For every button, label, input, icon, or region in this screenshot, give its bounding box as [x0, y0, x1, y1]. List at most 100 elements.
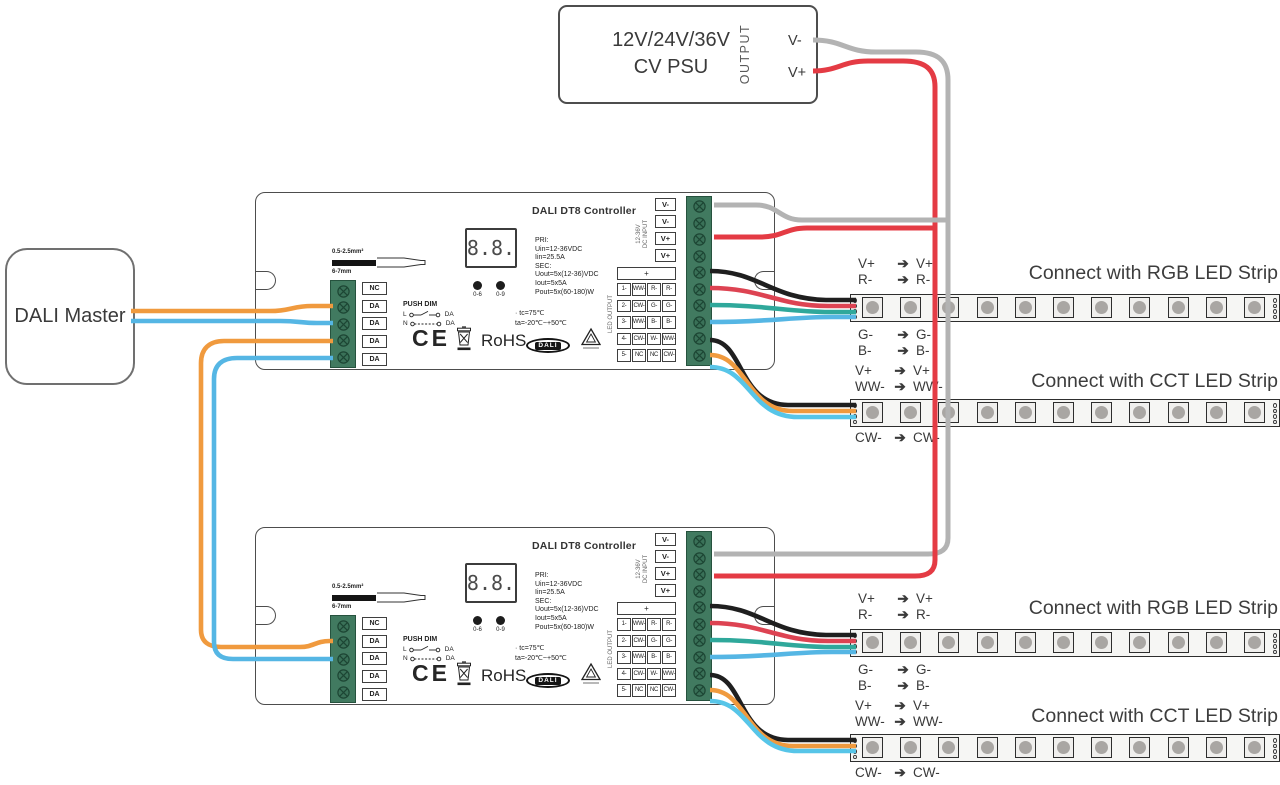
matrix-cell: WW-: [632, 651, 646, 664]
matrix-cell: NC: [632, 349, 646, 362]
tc-line: · tc=75℃: [515, 645, 545, 652]
solder-pad-icon: [1273, 638, 1277, 643]
terminal-screw-icon: [692, 601, 706, 614]
solder-pad-icon: [1273, 419, 1277, 424]
terminal-screw-icon: [336, 636, 350, 649]
matrix-cell: W-: [647, 667, 661, 680]
dc-terminal-label: V-: [655, 550, 676, 563]
solder-pad-icon: [1273, 314, 1277, 319]
led-chip-icon: [1205, 737, 1227, 759]
solder-pad-icon: [853, 749, 857, 754]
led-chip-icon: [1129, 632, 1151, 654]
spec-line: SEC:: [535, 262, 552, 270]
address-button-right[interactable]: [496, 281, 505, 290]
terminal-label-da: DA: [362, 688, 387, 701]
pin-label: WW-: [913, 713, 943, 729]
solder-pad-icon: [853, 408, 857, 413]
right-arrow-icon: ➔: [897, 606, 909, 622]
terminal-screw-icon: [692, 332, 706, 345]
led-chip-icon: [900, 402, 922, 424]
dashed-line-icon: [409, 321, 441, 327]
matrix-cell: 5-: [617, 684, 631, 697]
terminal-screw-icon: [692, 585, 706, 598]
mount-keyhole-right-icon: [754, 606, 774, 625]
solder-pad-icon: [853, 314, 857, 319]
led-chip-icon: [862, 632, 883, 654]
pin-label: CW-: [855, 765, 882, 780]
solder-pad-icon: [1273, 633, 1277, 638]
matrix-cell: 3-: [617, 316, 631, 329]
matrix-cell: B-: [647, 316, 661, 329]
terminal-screw-icon: [336, 301, 350, 314]
pin-label: B-: [916, 342, 930, 358]
pin-label: V+: [855, 698, 872, 713]
triangle-cert-icon: [580, 662, 602, 685]
solder-pads-left: [853, 738, 857, 759]
switch-icon: [408, 310, 440, 318]
right-arrow-icon: ➔: [897, 662, 909, 677]
pin-label: R-: [858, 606, 873, 622]
address-button-right[interactable]: [496, 616, 505, 625]
dc-terminal-label: V-: [655, 198, 676, 211]
led-chip-icon: [1167, 737, 1189, 759]
pin-label: G-: [916, 327, 931, 342]
led-chip-icon: [900, 297, 922, 319]
weee-bin-icon: [454, 326, 474, 352]
push-dim-n-label: N: [403, 655, 408, 662]
led-chip-icon: [1129, 737, 1151, 759]
led-chip-icon: [938, 737, 960, 759]
solder-pad-icon: [1273, 403, 1277, 408]
tc-line: · tc=75℃: [515, 310, 545, 317]
address-button-left[interactable]: [473, 281, 482, 290]
seven-segment-display: 8.8.: [465, 228, 517, 268]
terminal-screw-icon: [336, 334, 350, 347]
push-dim-l-label: L: [403, 311, 407, 318]
pin-label: G-: [858, 662, 873, 677]
terminal-label-da: DA: [362, 635, 387, 648]
led-chip-icon: [1091, 402, 1113, 424]
terminal-screw-icon: [336, 685, 350, 699]
weee-bin-icon: [454, 661, 474, 687]
push-dim-da-label: DA: [445, 655, 455, 662]
terminal-screw-icon: [336, 652, 350, 666]
button-label-right: 0-9: [496, 627, 505, 633]
matrix-cell: G-: [662, 634, 676, 647]
solder-pad-icon: [853, 754, 857, 759]
pin-label: V+: [858, 591, 875, 606]
led-chip-icon: [1014, 402, 1036, 424]
led-chip-icon: [1167, 402, 1189, 424]
pin-label: WW-: [913, 378, 943, 394]
power-led-terminal-block: [686, 196, 712, 366]
dashed-line-icon: [409, 656, 441, 662]
matrix-cell: 4-: [617, 667, 631, 680]
led-chip-icon: [938, 632, 960, 654]
spec-line: Uout=5x(12-36)VDC: [535, 271, 599, 279]
terminal-label-da: DA: [362, 353, 387, 366]
led-chip-icon: [1091, 297, 1113, 319]
led-chip-icon: [1052, 632, 1074, 654]
terminal-screw-icon: [692, 283, 706, 296]
dc-input-line1: 12-36V: [636, 224, 642, 244]
wire-strip-length: 6-7mm: [332, 604, 352, 610]
wire-insulation-icon: [332, 259, 376, 266]
push-dim-da-label: DA: [445, 320, 455, 327]
solder-pads-right: [1273, 298, 1277, 319]
led-output-vertical-label: LED OUTPUT: [608, 295, 614, 334]
terminal-screw-icon: [692, 250, 706, 263]
led-chip-icon: [900, 737, 922, 759]
terminal-screw-icon: [692, 535, 706, 549]
led-row: [862, 632, 1265, 654]
solder-pad-icon: [1273, 303, 1277, 308]
matrix-cell: 3-: [617, 651, 631, 664]
led-chip-icon: [1052, 402, 1074, 424]
rgb-led-strip-2: [850, 629, 1280, 657]
psu-title-line2: CV PSU: [633, 56, 709, 78]
matrix-cell: CW-: [632, 299, 646, 312]
pin-label: B-: [916, 677, 930, 693]
output-common-plus: +: [617, 267, 676, 280]
solder-pad-icon: [853, 633, 857, 638]
solder-pad-icon: [1273, 738, 1277, 743]
spec-line: Iin=25.5A: [535, 589, 565, 597]
dc-input-vertical-label: 12-36V DC INPUT: [636, 542, 650, 596]
address-button-left[interactable]: [473, 616, 482, 625]
